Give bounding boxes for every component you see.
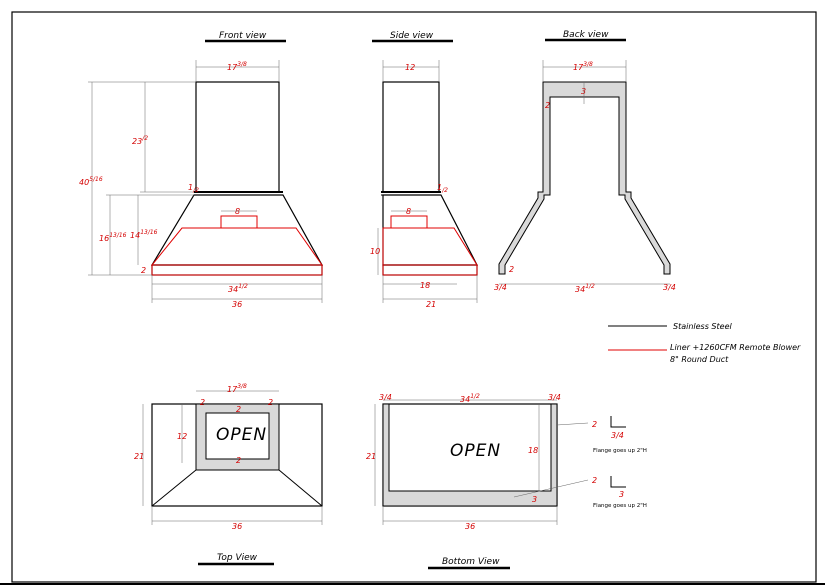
side-view-title: Side view — [390, 31, 434, 41]
side-dim-duct-label: 8 — [406, 207, 411, 216]
back-view: Back view 173/8 3 2 2 3/4 341/2 3/4 — [494, 30, 676, 294]
back-dim-right-edge: 3/4 — [663, 283, 676, 292]
detail-lower-profile — [610, 476, 626, 488]
front-dim-total-label: 405/16 — [79, 176, 103, 187]
bottom-dim-right-edge: 3/4 — [548, 393, 561, 402]
flange-details: 2 3/4 Flange goes up 2"H 2 3 Flange goes… — [513, 416, 647, 509]
front-view-title: Front view — [219, 31, 267, 41]
legend: Stainless Steel Liner +1260CFM Remote Bl… — [608, 322, 801, 364]
back-dim-left-edge: 3/4 — [494, 283, 507, 292]
legend-steel-label: Stainless Steel — [673, 322, 732, 331]
front-view: Front view 173/8 405/16 23/2 1613/16 141… — [79, 31, 324, 309]
front-liner-bottom — [151, 264, 323, 276]
front-hood-skirt — [151, 264, 323, 276]
side-duct — [390, 215, 428, 229]
back-dim-lip-label: 2 — [509, 265, 514, 274]
side-dim-top-label: 12 — [405, 63, 415, 72]
side-dim-outer-label: 21 — [426, 300, 436, 309]
detail-upper-leader — [556, 422, 589, 426]
side-hood-skirt — [382, 264, 478, 276]
front-chimney — [195, 81, 280, 193]
front-dim-outer-label: 36 — [232, 300, 242, 309]
top-dim-opening-depth: 12 — [177, 432, 187, 441]
detail-lower-leader — [513, 479, 589, 498]
top-dim-depth-label: 21 — [134, 452, 144, 461]
top-dim-flange-left: 2 — [200, 398, 205, 407]
front-dim-upper-label: 23/2 — [132, 135, 148, 146]
top-view: OPEN 173/8 2 2 2 2 12 21 36 Top View — [134, 383, 323, 566]
top-dim-width-label: 36 — [232, 522, 242, 531]
back-dim-span-label: 341/2 — [575, 283, 595, 294]
top-edge-bl — [151, 469, 197, 507]
bottom-dim-left-edge: 3/4 — [379, 393, 392, 402]
back-dim-top-label: 173/8 — [573, 61, 593, 72]
bottom-dim-width-label: 36 — [465, 522, 475, 531]
top-dim-top-label: 173/8 — [227, 383, 247, 394]
front-dim-top-label: 173/8 — [227, 61, 247, 72]
side-dim-liner-label: 10 — [370, 247, 380, 256]
legend-liner-label: Liner +1260CFM Remote Blower — [670, 343, 801, 352]
bottom-view-title: Bottom View — [442, 557, 500, 567]
bottom-flange — [382, 403, 558, 507]
bottom-dim-inner-label: 18 — [528, 446, 538, 455]
back-dim-thickness-label: 3 — [581, 87, 586, 96]
front-dim-duct-label: 8 — [235, 207, 240, 216]
legend-duct-label: 8" Round Duct — [670, 355, 729, 364]
detail-upper-b: 3/4 — [611, 431, 624, 440]
side-dim-gap-label: 1/2 — [437, 183, 448, 194]
side-view: Side view 12 1/2 8 10 18 21 — [370, 31, 478, 309]
front-hood-body — [150, 194, 324, 266]
front-dim-hood-b-label: 1413/16 — [130, 229, 158, 240]
top-opening-label: OPEN — [216, 425, 267, 445]
back-frame — [498, 81, 671, 275]
detail-lower-b: 3 — [619, 490, 624, 499]
top-edge-br — [278, 469, 323, 507]
detail-lower-note: Flange goes up 2"H — [593, 503, 647, 509]
detail-upper-profile — [610, 416, 626, 428]
front-liner — [150, 227, 323, 266]
side-chimney — [382, 81, 440, 193]
top-opening — [205, 412, 270, 460]
bottom-dim-depth-label: 21 — [366, 452, 376, 461]
bottom-dim-flange-label: 3 — [532, 495, 537, 504]
side-liner-bottom — [382, 264, 478, 276]
sheet-border — [11, 11, 817, 583]
front-dim-gap-label: 1/2 — [188, 183, 199, 194]
detail-lower-a: 2 — [592, 476, 597, 485]
detail-upper-note: Flange goes up 2"H — [593, 448, 647, 454]
back-view-title: Back view — [563, 30, 609, 40]
side-dim-inner-label: 18 — [420, 281, 430, 290]
top-dim-flange-top: 2 — [236, 405, 241, 414]
top-dim-flange-bottom: 2 — [236, 456, 241, 465]
front-dim-hood-a-label: 1613/16 — [99, 232, 127, 243]
front-duct — [220, 215, 258, 229]
detail-upper-a: 2 — [592, 420, 597, 429]
bottom-dim-span-label: 341/2 — [460, 393, 480, 404]
bottom-view: OPEN 3/4 341/2 3/4 21 18 3 36 Bottom Vie… — [366, 393, 561, 570]
back-dim-wall-label: 2 — [545, 101, 550, 110]
front-dim-inner-label: 341/2 — [228, 283, 248, 294]
side-liner — [382, 227, 478, 266]
top-view-title: Top View — [217, 553, 258, 563]
front-dim-lip-label: 2 — [141, 266, 146, 275]
top-dim-flange-right: 2 — [268, 398, 273, 407]
bottom-opening-label: OPEN — [450, 441, 501, 461]
side-hood-body — [382, 194, 478, 266]
